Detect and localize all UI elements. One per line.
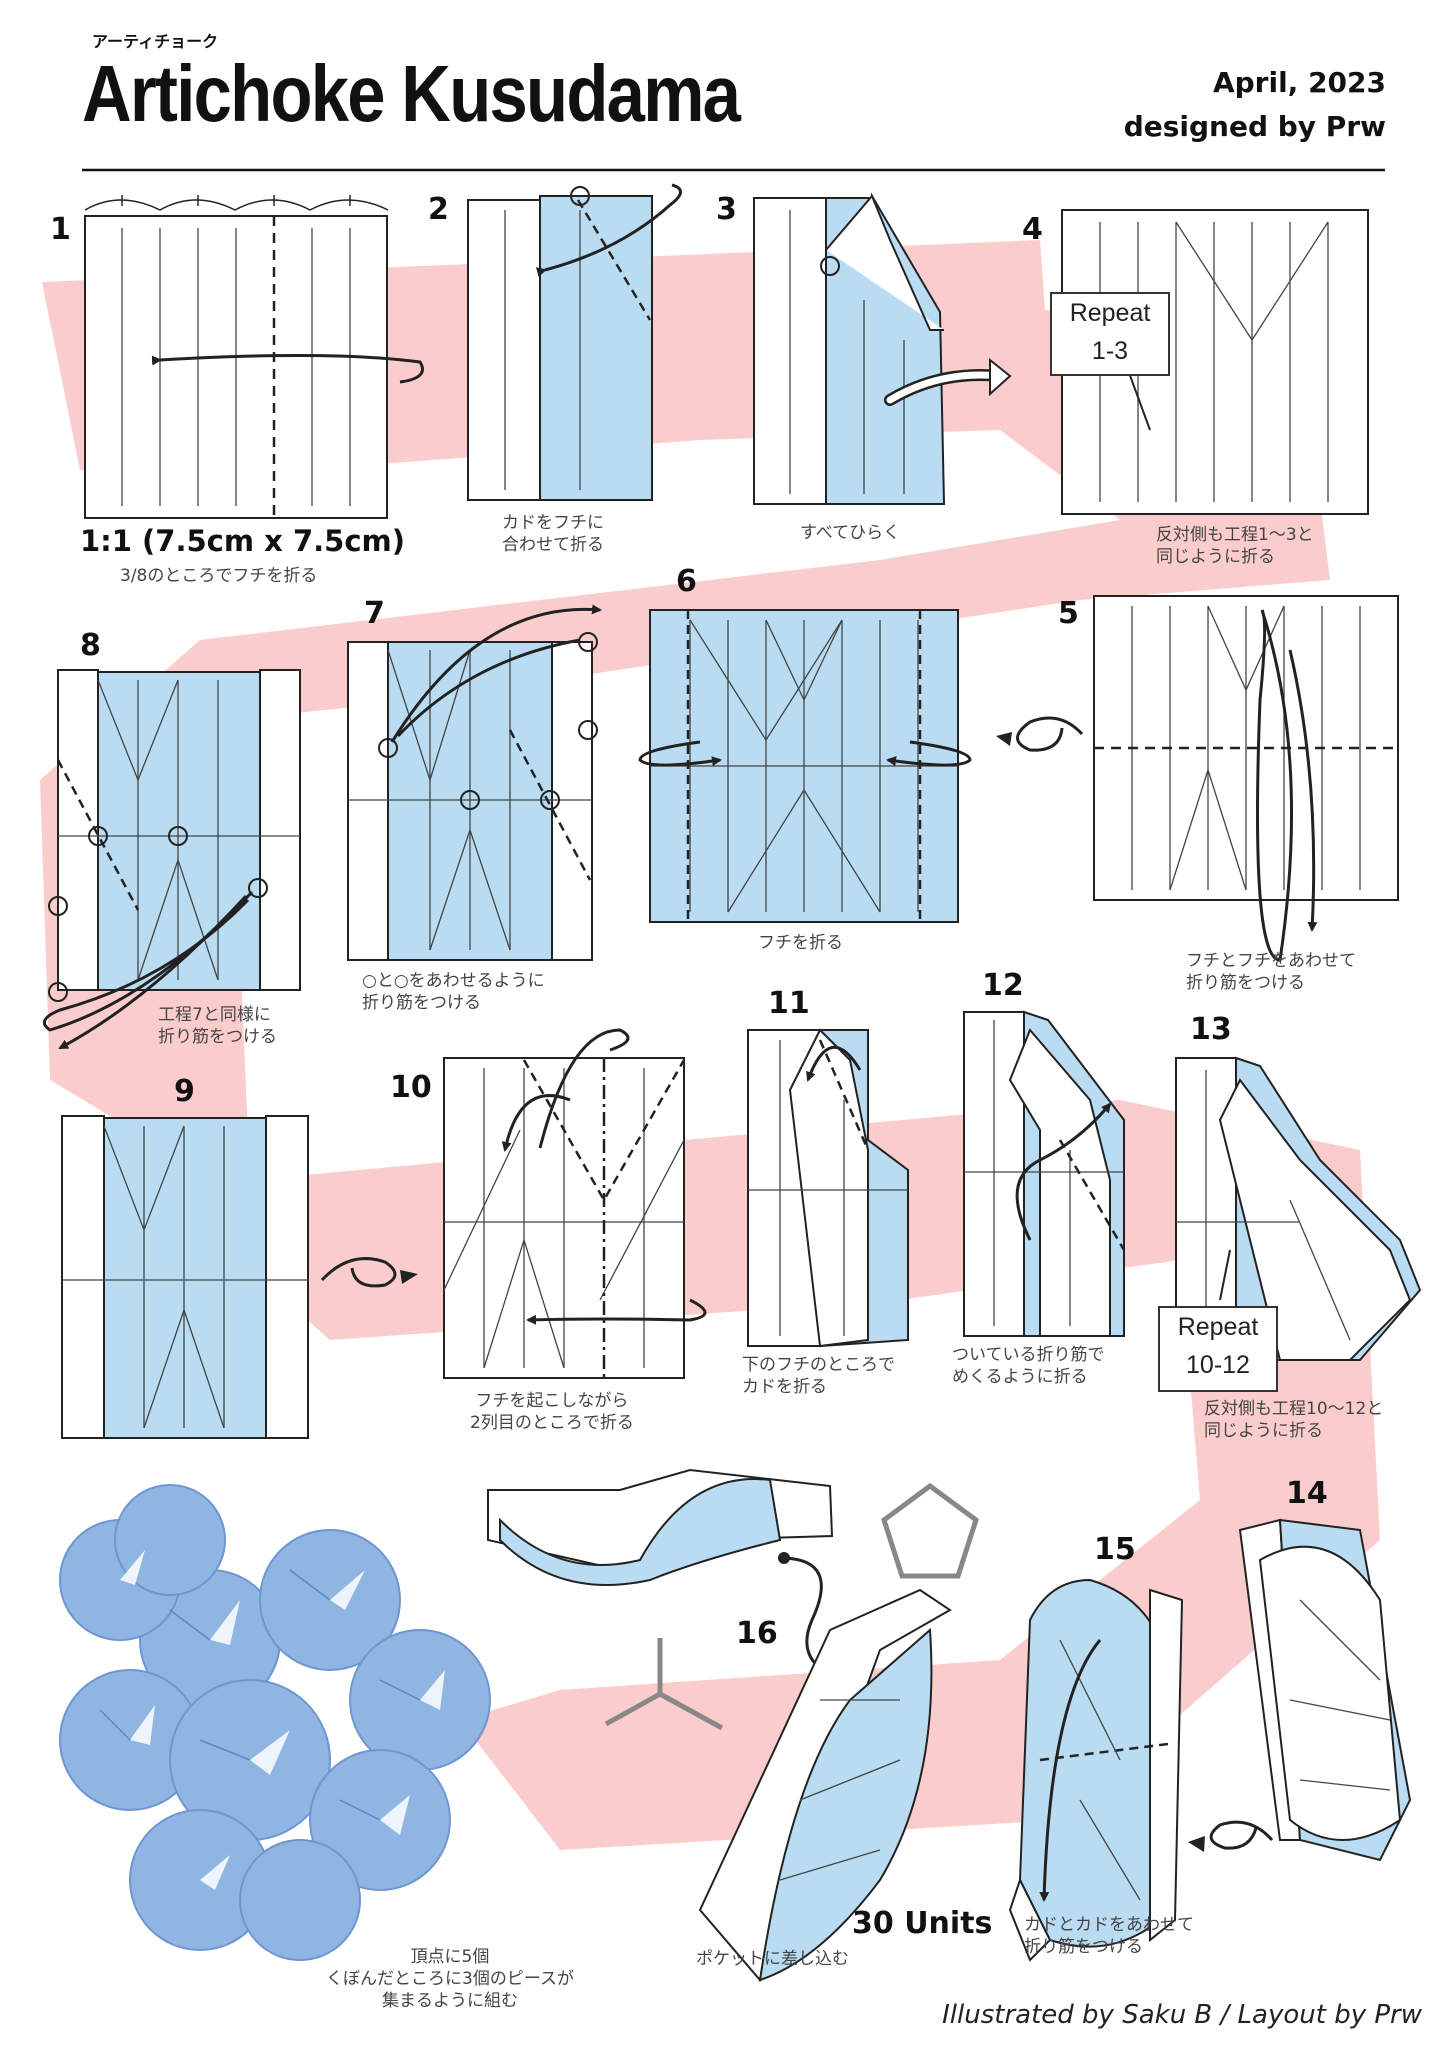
step-number-3: 3 <box>716 192 737 227</box>
step-number-12: 12 <box>982 968 1024 1003</box>
page-title: Artichoke Kusudama <box>82 49 741 138</box>
step-2-caption: カドをフチに 合わせて折る <box>502 513 604 555</box>
step-number-6: 6 <box>676 564 697 599</box>
step-13-caption: 反対側も工程10〜12と 同じように折る <box>1204 1399 1384 1441</box>
step-7-caption: ○と○をあわせるように 折り筋をつける <box>362 971 545 1013</box>
turn-over-arrow-5-6 <box>1016 716 1084 752</box>
step-3-diagram <box>753 192 946 505</box>
step-12-diagram <box>963 1010 1126 1337</box>
step-number-11: 11 <box>768 986 810 1021</box>
step-6-diagram <box>638 609 972 923</box>
repeat-label: Repeat <box>1177 1313 1259 1341</box>
units-count: 30 Units <box>852 1906 993 1941</box>
step-1-caption: 3/8のところでフチを折る <box>120 566 318 586</box>
assembly-caption: 頂点に5個 くぼんだところに3個のピースが 集まるように組む <box>326 1947 574 2011</box>
repeat-box-10-12: Repeat 10-12 <box>1158 1306 1278 1392</box>
credits-footer: Illustrated by Saku B / Layout by Prw <box>942 2000 1422 2030</box>
step-14-diagram <box>1238 1518 1412 1862</box>
pentagon-icon <box>881 1482 979 1579</box>
three-way-join-icon <box>604 1638 724 1731</box>
step-1-creases <box>121 228 351 506</box>
step-10-diagram <box>443 1028 707 1379</box>
step-16-upper-unit <box>487 1468 864 1690</box>
step-number-1: 1 <box>50 212 71 247</box>
step-12-caption: ついている折り筋で めくるように折る <box>952 1345 1105 1387</box>
step-number-16: 16 <box>736 1616 778 1651</box>
turn-over-arrow-14-15 <box>1209 1820 1274 1850</box>
step-1-measure-marks <box>84 195 389 211</box>
step-number-2: 2 <box>428 192 449 227</box>
step-number-9: 9 <box>174 1074 195 1109</box>
step-5-caption: フチとフチをあわせて 折り筋をつける <box>1186 951 1356 993</box>
step-3-caption: すべてひらく <box>800 523 901 543</box>
step-6-caption: フチを折る <box>758 933 843 953</box>
step-number-5: 5 <box>1058 596 1079 631</box>
designer-label: designed by Prw <box>1123 110 1386 143</box>
step-5-diagram <box>1093 595 1399 962</box>
step-number-10: 10 <box>390 1070 432 1105</box>
repeat-range: 10-12 <box>1186 1351 1250 1379</box>
step-15-diagram <box>1008 1578 1184 1962</box>
finished-kusudama-photo <box>59 1484 491 1961</box>
step-number-13: 13 <box>1190 1012 1232 1047</box>
repeat-label: Repeat <box>1069 299 1151 327</box>
step-16-caption: ポケットに差し込む <box>696 1949 849 1969</box>
step-11-diagram <box>747 1028 909 1348</box>
step-8-diagram <box>42 669 301 1050</box>
turn-over-arrow-9-10 <box>320 1257 397 1288</box>
step-7-diagram <box>347 604 602 961</box>
step-4-diagram <box>1061 209 1369 515</box>
step-2-diagram <box>467 183 682 501</box>
paper-ratio-label: 1:1 (7.5cm x 7.5cm) <box>80 524 406 558</box>
step-15-caption: カドとカドをあわせて 折り筋をつける <box>1024 1915 1194 1957</box>
step-1-fold-arrow <box>151 353 424 384</box>
step-1-diagram <box>84 195 424 519</box>
step-number-15: 15 <box>1094 1532 1136 1567</box>
title-kana: アーティチョーク <box>92 32 219 51</box>
step-9-diagram <box>61 1115 309 1439</box>
step-number-14: 14 <box>1286 1476 1328 1511</box>
step-number-7: 7 <box>364 596 385 631</box>
step-16-diagram <box>698 1588 952 1982</box>
step-8-caption: 工程7と同様に 折り筋をつける <box>158 1005 277 1047</box>
date-label: April, 2023 <box>1212 66 1386 99</box>
step-number-4: 4 <box>1022 212 1043 247</box>
step-11-caption: 下のフチのところで カドを折る <box>742 1355 895 1397</box>
repeat-box-1-3: Repeat 1-3 <box>1050 292 1170 376</box>
repeat-range: 1-3 <box>1091 337 1129 365</box>
step-4-caption: 反対側も工程1〜3と 同じように折る <box>1156 525 1314 567</box>
step-number-8: 8 <box>80 628 101 663</box>
step-10-caption: フチを起こしながら 2列目のところで折る <box>470 1391 634 1433</box>
